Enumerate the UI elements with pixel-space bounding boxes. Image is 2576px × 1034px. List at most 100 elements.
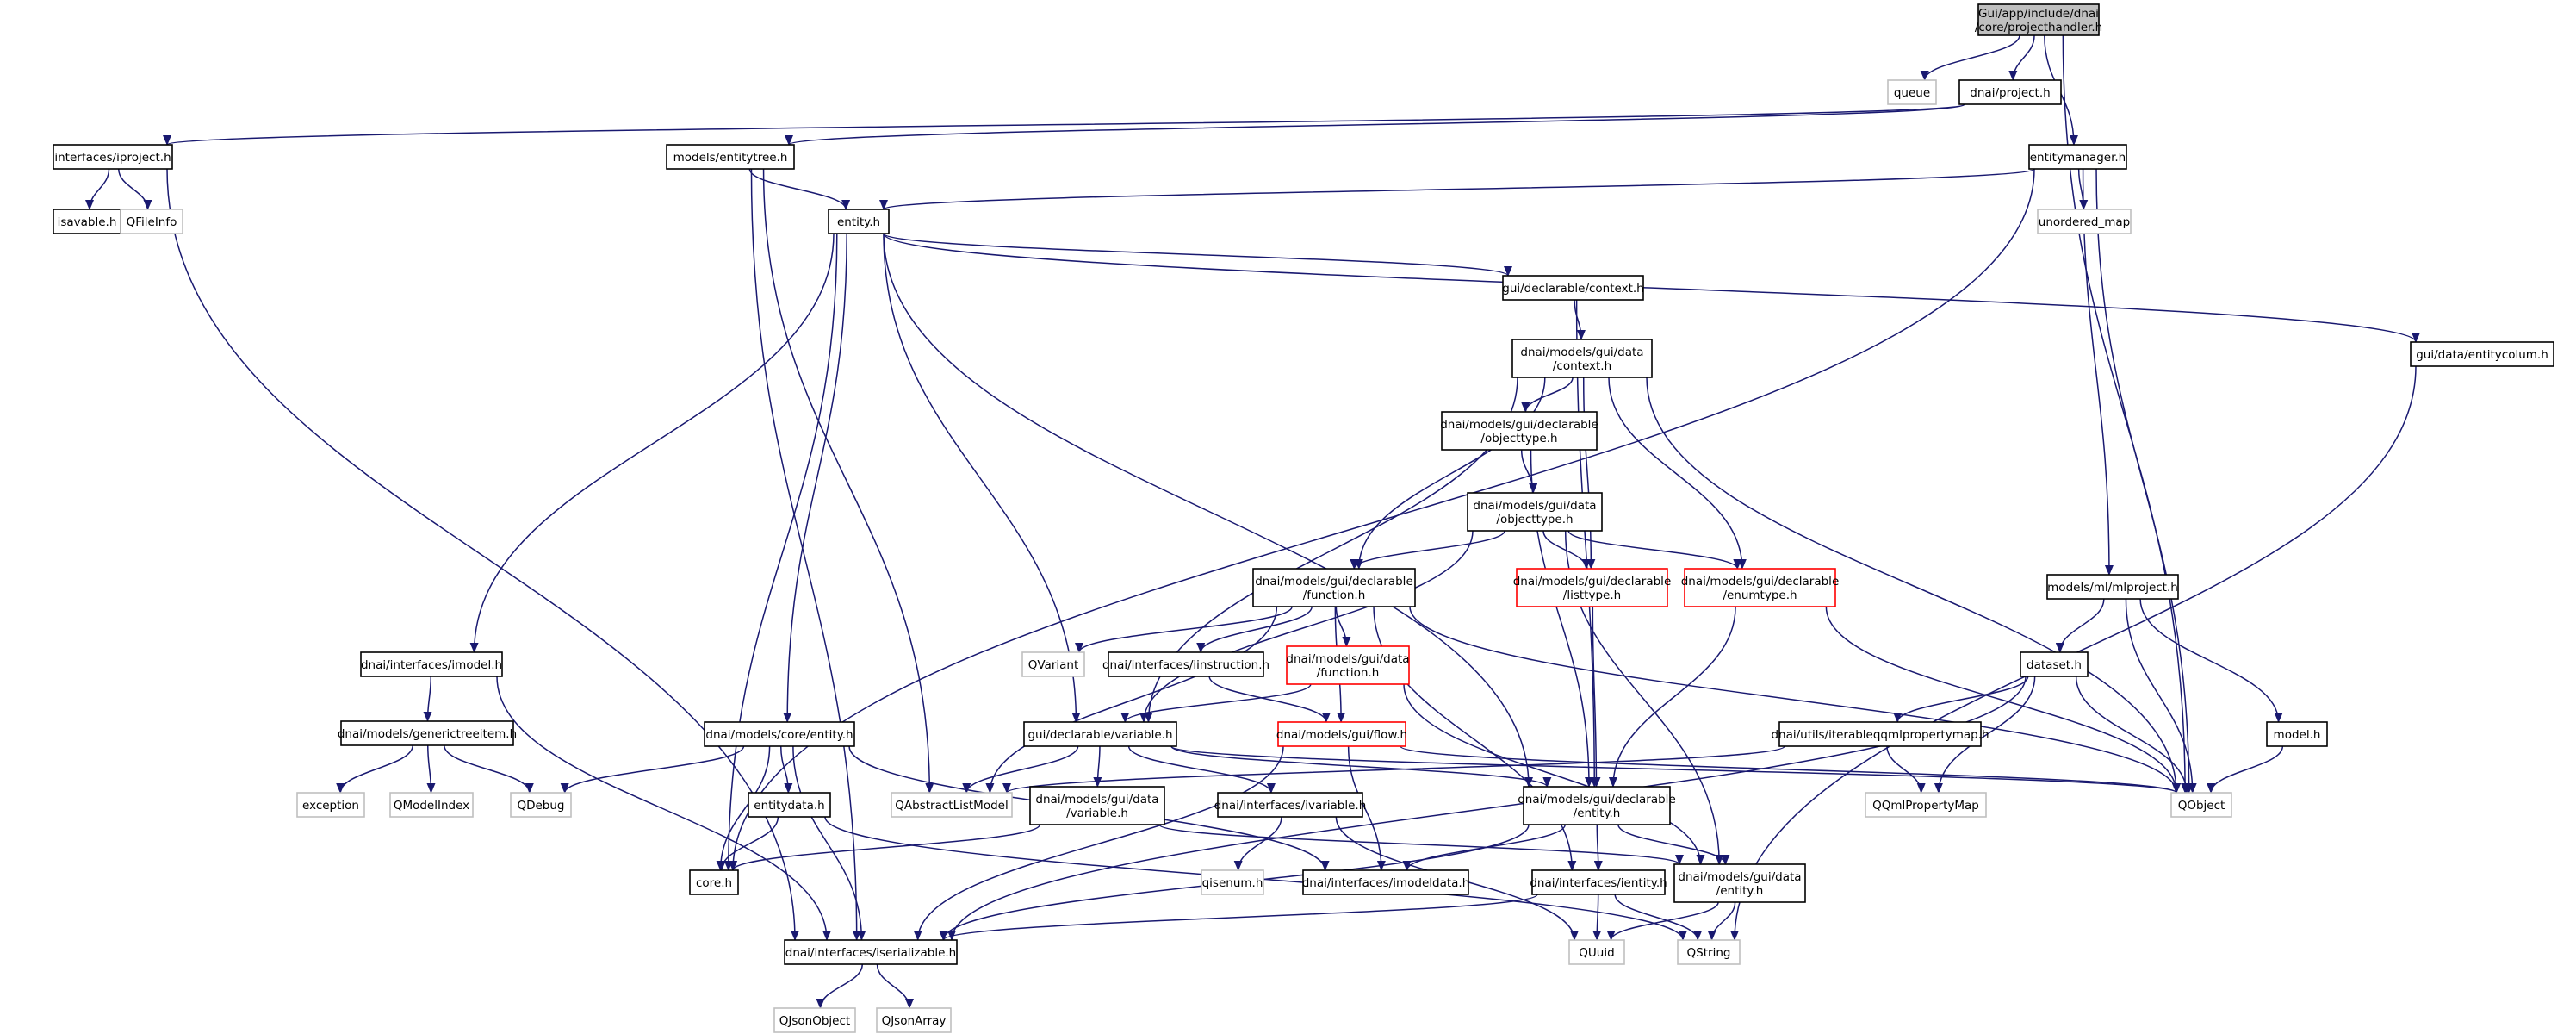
node-iserializable_h[interactable]: dnai/interfaces/iserializable.h xyxy=(784,939,958,965)
node-root[interactable]: Gui/app/include/dnai/core/projecthandler… xyxy=(1975,3,2102,36)
node-data_variable_h[interactable]: dnai/models/gui/data/variable.h xyxy=(1029,786,1165,825)
node-box-entitycolum_h[interactable] xyxy=(2410,341,2554,367)
node-data_function_h[interactable]: dnai/models/gui/data/function.h xyxy=(1286,645,1410,685)
node-iterableqqml_h[interactable]: dnai/utils/iterableqqmlpropertymap.h xyxy=(1771,721,1989,747)
node-box-core_h[interactable] xyxy=(689,869,739,895)
node-flow_h[interactable]: dnai/models/gui/flow.h xyxy=(1276,721,1407,747)
node-qdebug[interactable]: QDebug xyxy=(510,792,572,818)
node-decl_variable_h[interactable]: gui/declarable/variable.h xyxy=(1023,721,1177,747)
node-decl_objecttype_h[interactable]: dnai/models/gui/declarable/objecttype.h xyxy=(1440,411,1598,451)
node-qvariant[interactable]: QVariant xyxy=(1021,651,1085,677)
node-box-qfileinfo[interactable] xyxy=(120,209,183,234)
node-box-ivariable_h[interactable] xyxy=(1217,792,1363,818)
node-box-root[interactable] xyxy=(1977,3,2100,36)
node-data_entity_h[interactable]: dnai/models/gui/data/entity.h xyxy=(1673,863,1806,903)
node-queue[interactable]: queue xyxy=(1887,79,1937,105)
node-qjsonarray[interactable]: QJsonArray xyxy=(876,1007,952,1033)
node-box-dataset_h[interactable] xyxy=(2020,651,2089,677)
node-box-entitymanager_h[interactable] xyxy=(2028,144,2127,170)
node-ivariable_h[interactable]: dnai/interfaces/ivariable.h xyxy=(1214,792,1367,818)
node-box-data_entity_h[interactable] xyxy=(1673,863,1806,903)
node-box-imodel_h[interactable] xyxy=(360,651,503,677)
node-core_entity_h[interactable]: dnai/models/core/entity.h xyxy=(704,721,855,747)
node-box-project_h[interactable] xyxy=(1958,79,2062,105)
node-mlproject_h[interactable]: models/ml/mlproject.h xyxy=(2046,574,2179,600)
node-model_h[interactable]: model.h xyxy=(2266,721,2328,747)
node-box-data_context_h[interactable] xyxy=(1511,339,1653,378)
node-data_context_h[interactable]: dnai/models/gui/data/context.h xyxy=(1511,339,1653,378)
node-box-qisenum_h[interactable] xyxy=(1201,869,1264,895)
node-box-quuid[interactable] xyxy=(1568,939,1625,965)
node-box-entitydata_h[interactable] xyxy=(748,792,831,818)
node-qabstractlistmodel[interactable]: QAbstractListModel xyxy=(891,792,1013,818)
node-box-decl_enumtype_h[interactable] xyxy=(1684,568,1836,607)
node-box-mlproject_h[interactable] xyxy=(2046,574,2179,600)
node-box-qvariant[interactable] xyxy=(1021,651,1085,677)
node-box-queue[interactable] xyxy=(1887,79,1937,105)
node-box-interfaces_iproject_h[interactable] xyxy=(53,144,173,170)
node-box-unordered_map[interactable] xyxy=(2037,209,2132,234)
node-box-decl_listtype_h[interactable] xyxy=(1516,568,1668,607)
node-decl_function_h[interactable]: dnai/models/gui/declarable/function.h xyxy=(1252,568,1416,607)
node-box-core_entity_h[interactable] xyxy=(704,721,855,747)
node-box-ientity_h[interactable] xyxy=(1531,869,1666,895)
node-dataset_h[interactable]: dataset.h xyxy=(2020,651,2089,677)
node-unordered_map[interactable]: unordered_map xyxy=(2037,209,2132,234)
node-imodeldata_h[interactable]: dnai/interfaces/imodeldata.h xyxy=(1302,869,1470,895)
node-imodel_h[interactable]: dnai/interfaces/imodel.h xyxy=(360,651,503,677)
node-decl_enumtype_h[interactable]: dnai/models/gui/declarable/enumtype.h xyxy=(1681,568,1840,607)
node-box-generictreeitem_h[interactable] xyxy=(340,720,514,746)
node-qisenum_h[interactable]: qisenum.h xyxy=(1201,869,1264,895)
node-box-qjsonarray[interactable] xyxy=(876,1007,952,1033)
node-isavable_h[interactable]: isavable.h xyxy=(53,209,121,234)
node-box-decl_function_h[interactable] xyxy=(1252,568,1416,607)
node-box-qdebug[interactable] xyxy=(510,792,572,818)
node-decl_listtype_h[interactable]: dnai/models/gui/declarable/listtype.h xyxy=(1513,568,1672,607)
node-context_decl_h[interactable]: gui/declarable/context.h xyxy=(1502,275,1644,301)
node-box-data_variable_h[interactable] xyxy=(1029,786,1165,825)
node-exception[interactable]: exception xyxy=(296,792,365,818)
node-box-model_h[interactable] xyxy=(2266,721,2328,747)
node-box-qjsonobject[interactable] xyxy=(773,1007,856,1033)
node-models_entitytree_h[interactable]: models/entitytree.h xyxy=(666,144,795,170)
node-decl_entity_h[interactable]: dnai/models/gui/declarable/entity.h xyxy=(1518,786,1676,825)
node-box-qstring[interactable] xyxy=(1677,939,1741,965)
node-box-decl_variable_h[interactable] xyxy=(1023,721,1177,747)
node-box-iinstruction_h[interactable] xyxy=(1108,651,1264,677)
node-box-exception[interactable] xyxy=(296,792,365,818)
node-core_h[interactable]: core.h xyxy=(689,869,739,895)
node-qfileinfo[interactable]: QFileInfo xyxy=(120,209,183,234)
node-box-iterableqqml_h[interactable] xyxy=(1778,721,1982,747)
node-box-isavable_h[interactable] xyxy=(53,209,121,234)
node-box-flow_h[interactable] xyxy=(1277,721,1406,747)
node-box-data_function_h[interactable] xyxy=(1286,645,1410,685)
node-box-iserializable_h[interactable] xyxy=(784,939,958,965)
node-box-imodeldata_h[interactable] xyxy=(1302,869,1469,895)
node-entitydata_h[interactable]: entitydata.h xyxy=(748,792,831,818)
node-iinstruction_h[interactable]: dnai/interfaces/iinstruction.h xyxy=(1102,651,1269,677)
node-box-qobject[interactable] xyxy=(2170,792,2232,818)
node-qqmlpropertymap[interactable]: QQmlPropertyMap xyxy=(1865,792,1987,818)
node-entitymanager_h[interactable]: entitymanager.h xyxy=(2028,144,2127,170)
node-box-qmodelindex[interactable] xyxy=(389,792,474,818)
node-box-data_objecttype_h[interactable] xyxy=(1467,492,1603,532)
node-entitycolum_h[interactable]: gui/data/entitycolum.h xyxy=(2410,341,2554,367)
node-box-models_entitytree_h[interactable] xyxy=(666,144,795,170)
node-entity_h[interactable]: entity.h xyxy=(828,209,890,234)
node-interfaces_iproject_h[interactable]: interfaces/iproject.h xyxy=(53,144,173,170)
node-qjsonobject[interactable]: QJsonObject xyxy=(773,1007,856,1033)
node-box-qabstractlistmodel[interactable] xyxy=(891,792,1013,818)
node-project_h[interactable]: dnai/project.h xyxy=(1958,79,2062,105)
node-data_objecttype_h[interactable]: dnai/models/gui/data/objecttype.h xyxy=(1467,492,1603,532)
node-ientity_h[interactable]: dnai/interfaces/ientity.h xyxy=(1530,869,1667,895)
node-quuid[interactable]: QUuid xyxy=(1568,939,1625,965)
node-box-context_decl_h[interactable] xyxy=(1502,275,1644,301)
node-box-decl_entity_h[interactable] xyxy=(1523,786,1671,825)
node-generictreeitem_h[interactable]: dnai/models/generictreeitem.h xyxy=(338,720,517,746)
node-qobject[interactable]: QObject xyxy=(2170,792,2232,818)
node-box-qqmlpropertymap[interactable] xyxy=(1865,792,1987,818)
node-box-decl_objecttype_h[interactable] xyxy=(1441,411,1598,451)
node-box-entity_h[interactable] xyxy=(828,209,890,234)
node-qstring[interactable]: QString xyxy=(1677,939,1741,965)
node-qmodelindex[interactable]: QModelIndex xyxy=(389,792,474,818)
